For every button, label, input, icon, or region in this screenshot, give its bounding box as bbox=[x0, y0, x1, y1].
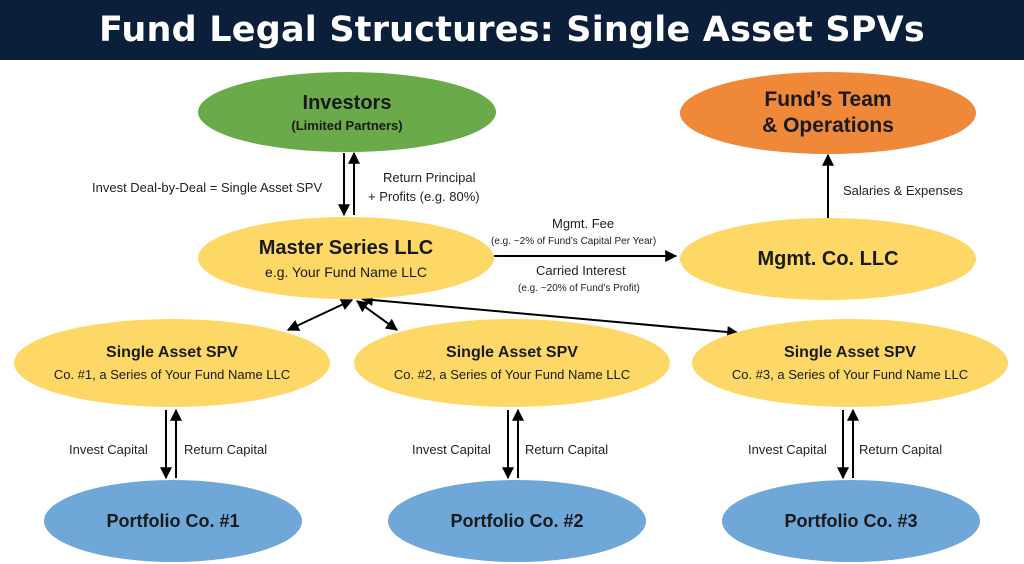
spv2-subtitle: Co. #2, a Series of Your Fund Name LLC bbox=[393, 367, 631, 382]
spv1-node: Single Asset SPV Co. #1, a Series of You… bbox=[14, 319, 330, 407]
master-node: Master Series LLC e.g. Your Fund Name LL… bbox=[198, 217, 494, 299]
carried-interest-note: (e.g. ~20% of Fund’s Profit) bbox=[518, 283, 640, 294]
team-title-line2: & Operations bbox=[762, 114, 894, 137]
spv2-node: Single Asset SPV Co. #2, a Series of You… bbox=[354, 319, 670, 407]
spv3-return-label: Return Capital bbox=[859, 442, 943, 457]
salaries-label: Salaries & Expenses bbox=[843, 183, 963, 198]
portfolio2-title: Portfolio Co. #2 bbox=[450, 510, 584, 531]
spv3-title: Single Asset SPV bbox=[784, 344, 916, 361]
investors-subtitle: (Limited Partners) bbox=[291, 117, 403, 133]
mgmt-fee-note: (e.g. ~2% of Fund’s Capital Per Year) bbox=[491, 236, 657, 247]
investors-node: Investors (Limited Partners) bbox=[198, 72, 496, 152]
spv2-invest-label: Invest Capital bbox=[412, 442, 491, 457]
investors-title: Investors bbox=[302, 91, 392, 114]
return-principal-label: Return Principal bbox=[383, 170, 476, 185]
spv3-node: Single Asset SPV Co. #3, a Series of You… bbox=[692, 319, 1008, 407]
spv2-title: Single Asset SPV bbox=[446, 344, 578, 361]
master-spv1-arrow bbox=[286, 299, 354, 331]
page-title: Fund Legal Structures: Single Asset SPVs bbox=[99, 10, 925, 50]
master-subtitle: e.g. Your Fund Name LLC bbox=[265, 263, 427, 280]
portfolio3-title: Portfolio Co. #3 bbox=[784, 510, 918, 531]
spv2-return-label: Return Capital bbox=[525, 442, 609, 457]
title-banner: Fund Legal Structures: Single Asset SPVs bbox=[0, 0, 1024, 60]
spv3-invest-label: Invest Capital bbox=[748, 442, 827, 457]
team-node: Fund’s Team & Operations bbox=[680, 72, 976, 154]
invest-deal-label: Invest Deal-by-Deal = Single Asset SPV bbox=[92, 180, 323, 195]
mgmt-node: Mgmt. Co. LLC bbox=[680, 218, 976, 300]
return-profits-label: + Profits (e.g. 80%) bbox=[368, 189, 480, 204]
spv1-title: Single Asset SPV bbox=[106, 344, 238, 361]
master-spv3-arrow bbox=[360, 293, 740, 339]
mgmt-title: Mgmt. Co. LLC bbox=[757, 247, 899, 270]
portfolio1-title: Portfolio Co. #1 bbox=[106, 510, 240, 531]
spv1-subtitle: Co. #1, a Series of Your Fund Name LLC bbox=[53, 367, 291, 382]
portfolio1-node: Portfolio Co. #1 bbox=[44, 480, 302, 562]
master-spv2-arrow bbox=[356, 300, 398, 331]
team-title-line1: Fund’s Team bbox=[764, 88, 892, 111]
portfolio3-node: Portfolio Co. #3 bbox=[722, 480, 980, 562]
master-title: Master Series LLC bbox=[258, 236, 434, 259]
carried-interest-label: Carried Interest bbox=[536, 263, 626, 278]
spv1-return-label: Return Capital bbox=[184, 442, 268, 457]
spv1-invest-label: Invest Capital bbox=[69, 442, 148, 457]
portfolio2-node: Portfolio Co. #2 bbox=[388, 480, 646, 562]
mgmt-fee-label: Mgmt. Fee bbox=[552, 216, 615, 231]
spv3-subtitle: Co. #3, a Series of Your Fund Name LLC bbox=[731, 367, 969, 382]
